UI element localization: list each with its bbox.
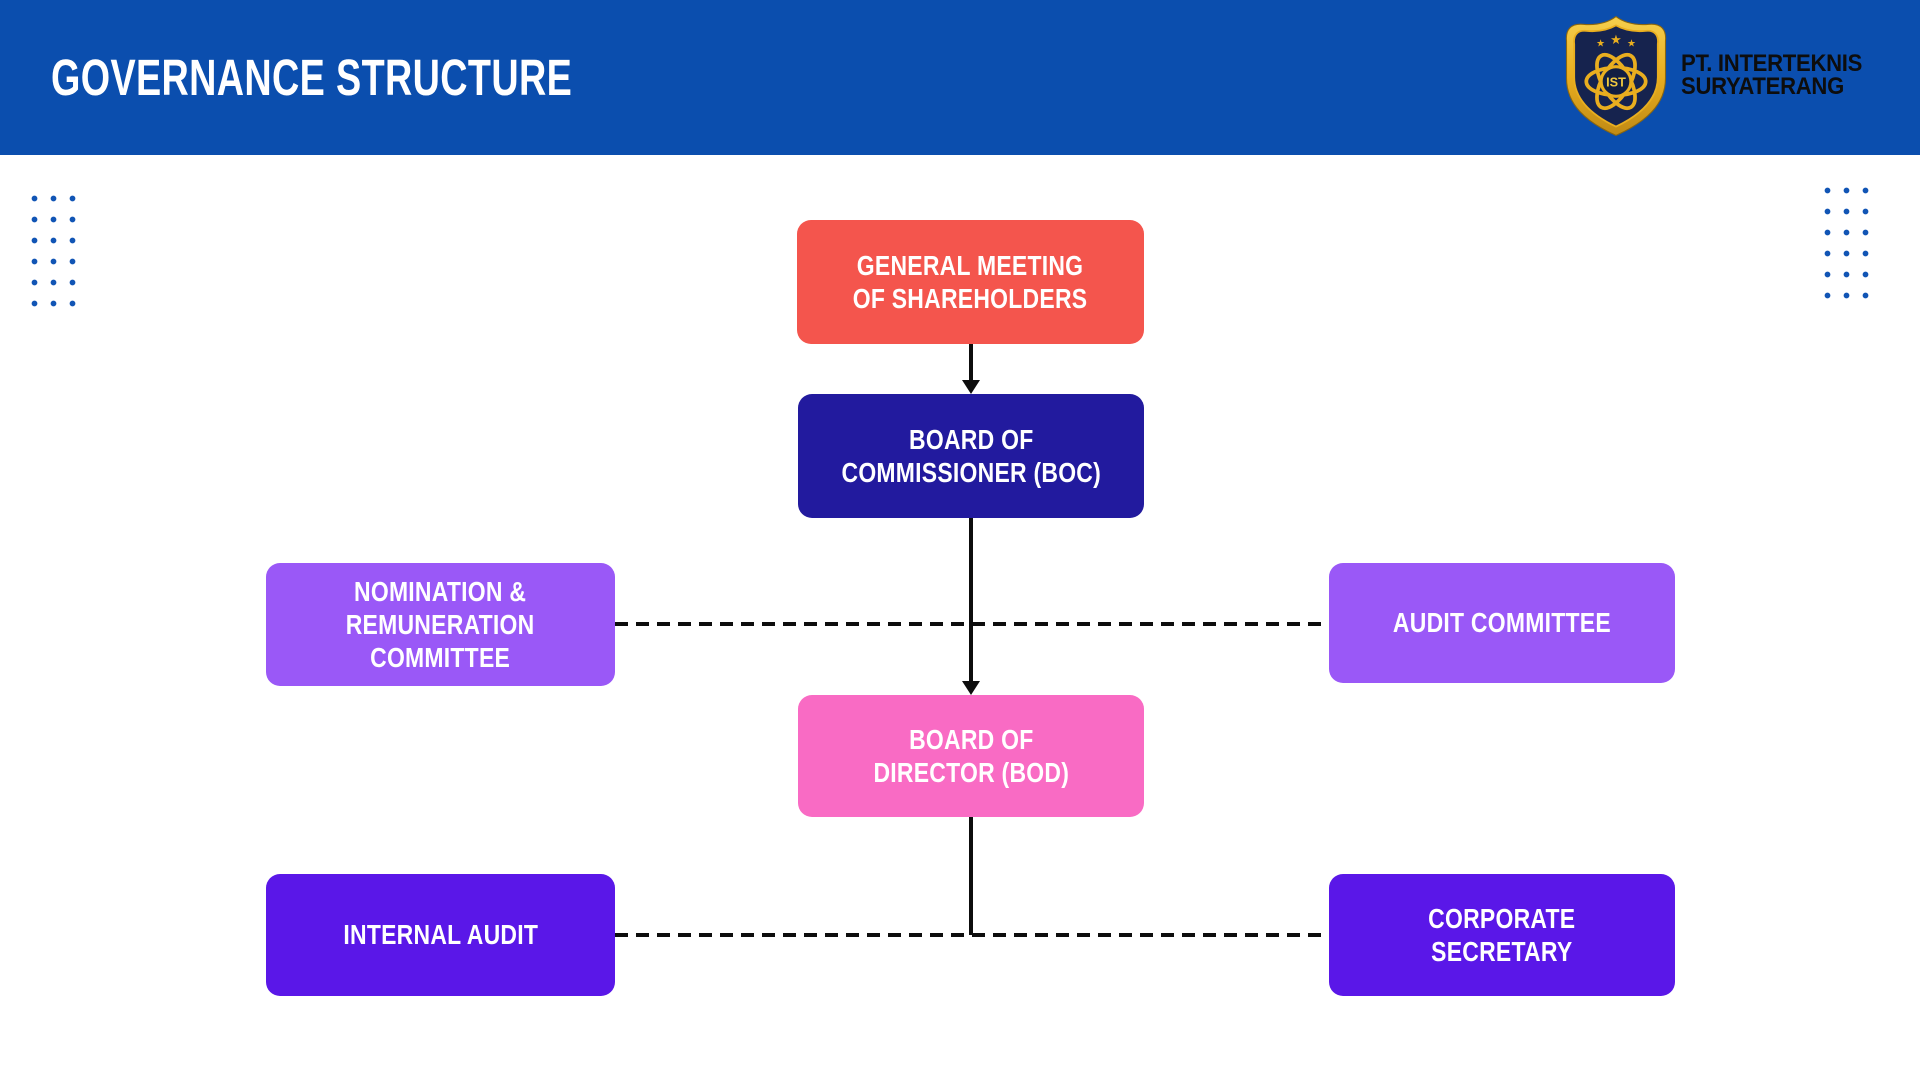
node-corporate-secretary: CORPORATE SECRETARY [1329, 874, 1675, 996]
node-label: AUDIT COMMITTEE [1393, 607, 1611, 639]
logo-badge-text: IST [1606, 75, 1626, 89]
node-label: GENERAL MEETING OF SHAREHOLDERS [853, 249, 1088, 314]
node-audit-committee: AUDIT COMMITTEE [1329, 563, 1675, 683]
node-board-of-director: BOARD OF DIRECTOR (BOD) [798, 695, 1144, 817]
company-name-line1: PT. INTERTEKNIS [1681, 50, 1863, 78]
node-label: INTERNAL AUDIT [343, 919, 538, 951]
star-icon: ★ [1596, 38, 1605, 49]
decorative-dots-right [1818, 180, 1874, 306]
node-label: BOARD OF DIRECTOR (BOD) [873, 723, 1069, 788]
connector-gms-to-boc [969, 344, 973, 382]
node-label: NOMINATION & REMUNERATION COMMITTEE [346, 575, 535, 674]
connector-bod-to-staff-line [969, 817, 973, 935]
node-nomination-remuneration-committee: NOMINATION & REMUNERATION COMMITTEE [266, 563, 615, 686]
node-label: CORPORATE SECRETARY [1428, 902, 1576, 967]
arrowhead-to-bod-icon [962, 681, 980, 695]
page-title: GOVERNANCE STRUCTURE [51, 49, 573, 106]
node-general-meeting-of-shareholders: GENERAL MEETING OF SHAREHOLDERS [797, 220, 1144, 344]
node-label: BOARD OF COMMISSIONER (BOC) [841, 423, 1101, 488]
company-logo-shield-icon: ★ ★ ★ IST [1565, 15, 1667, 137]
node-internal-audit: INTERNAL AUDIT [266, 874, 615, 996]
connector-boc-to-bod [969, 518, 973, 683]
company-name-line2: SURYATERANG [1681, 73, 1845, 100]
dashed-connector-committees [615, 622, 1329, 626]
dashed-connector-staff [615, 933, 1329, 937]
star-icon: ★ [1610, 32, 1622, 47]
arrowhead-to-boc-icon [962, 380, 980, 394]
node-board-of-commissioner: BOARD OF COMMISSIONER (BOC) [798, 394, 1144, 518]
decorative-dots-left [25, 188, 81, 314]
brand-lockup: ★ ★ ★ IST PT. INTERTEKNIS SURYATERANG [1561, 14, 1878, 138]
company-name: PT. INTERTEKNIS SURYATERANG [1681, 50, 1863, 100]
header-bar: GOVERNANCE STRUCTURE ★ ★ ★ [0, 0, 1920, 155]
star-icon: ★ [1627, 38, 1636, 49]
